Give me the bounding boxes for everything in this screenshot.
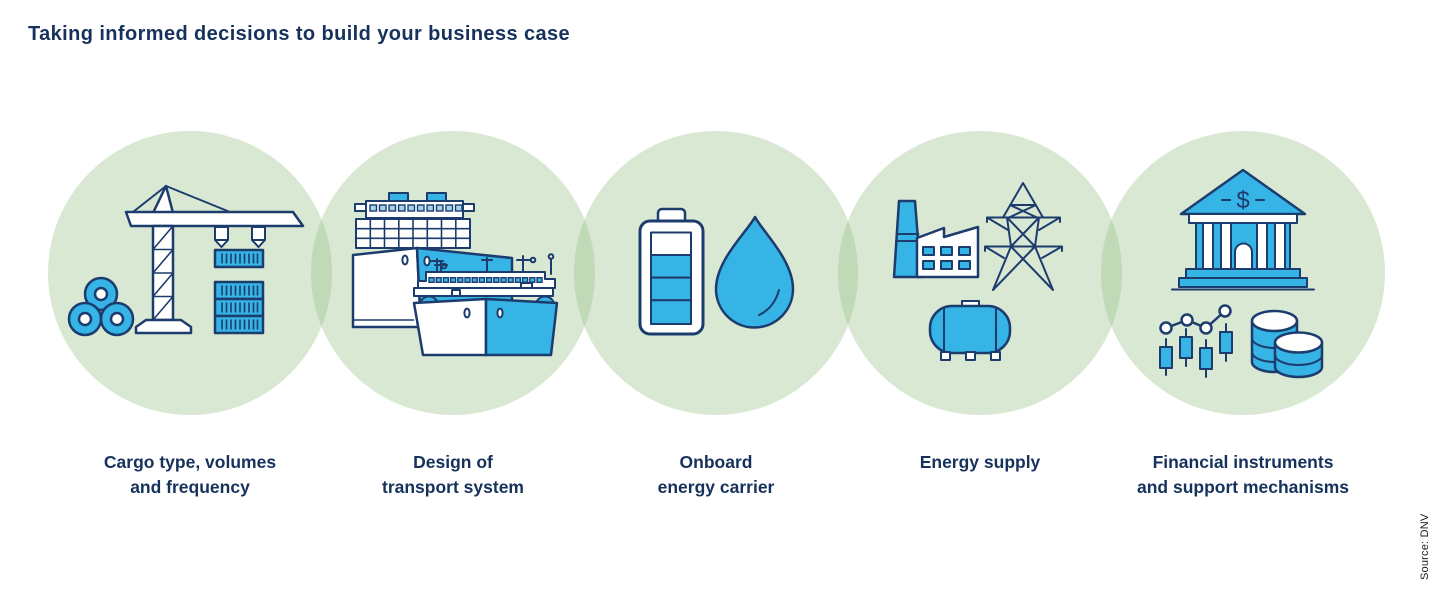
- circle-energy-carrier: [574, 131, 858, 415]
- hull-white: [351, 246, 423, 329]
- step-label-line: Cargo type, volumes: [103, 452, 277, 472]
- step-label-line: Design of: [413, 452, 493, 472]
- bank-dollar-symbol: $: [1236, 187, 1249, 214]
- step-label-line: energy carrier: [657, 477, 775, 497]
- step-label-transport: Design of transport system: [303, 450, 603, 500]
- droplet: [714, 215, 795, 329]
- crane-jib: [124, 210, 305, 228]
- coin-stacks: [1250, 309, 1324, 379]
- step-label-line: Financial instruments: [1152, 452, 1334, 472]
- bank-door-arch: [1234, 242, 1253, 270]
- power-pylon: [984, 182, 1063, 291]
- step-label-line: transport system: [382, 477, 524, 497]
- circle-energy-supply: [838, 131, 1122, 415]
- cargo-coils: [67, 276, 135, 337]
- step-label-energy-supply: Energy supply: [830, 450, 1130, 475]
- step-label-line: Onboard: [679, 452, 753, 472]
- ferry-hull-blue: [484, 297, 559, 357]
- battery-droplet-icon: [638, 207, 795, 336]
- fuel-tank: [928, 300, 1012, 361]
- bank-columns: [1202, 222, 1286, 270]
- crane-containers-coils-icon: [67, 184, 305, 337]
- cargo-ships-icon: [351, 192, 559, 357]
- factory-pylon-fuel-tank-icon: [892, 182, 1063, 361]
- ferry-deck: [413, 287, 554, 297]
- step-label-financial: Financial instruments and support mechan…: [1093, 450, 1393, 500]
- crane-base: [134, 318, 193, 335]
- step-label-cargo: Cargo type, volumes and frequency: [40, 450, 340, 500]
- step-label-energy-carrier: Onboard energy carrier: [566, 450, 866, 500]
- factory-windows: [922, 246, 971, 270]
- container-stack: [213, 280, 265, 335]
- step-label-line: Energy supply: [919, 452, 1041, 472]
- battery-cells: [650, 231, 692, 326]
- crane-hooks: [214, 226, 266, 248]
- step-label-line: and frequency: [130, 477, 250, 497]
- ferry-windows: [428, 277, 543, 284]
- bank-chart-coins-icon: $: [1159, 168, 1324, 379]
- market-chart: [1159, 304, 1233, 378]
- page-title: Taking informed decisions to build your …: [28, 23, 571, 45]
- bridge-windows: [369, 204, 463, 212]
- ferry-hull-white: [412, 297, 488, 357]
- step-label-line: and support mechanisms: [1137, 477, 1349, 497]
- ferry: [412, 253, 559, 357]
- source-note: Source: DNV: [1419, 513, 1431, 580]
- bank-building: $: [1171, 168, 1315, 291]
- step-circles: [48, 131, 1385, 415]
- circle-cargo: [48, 131, 332, 415]
